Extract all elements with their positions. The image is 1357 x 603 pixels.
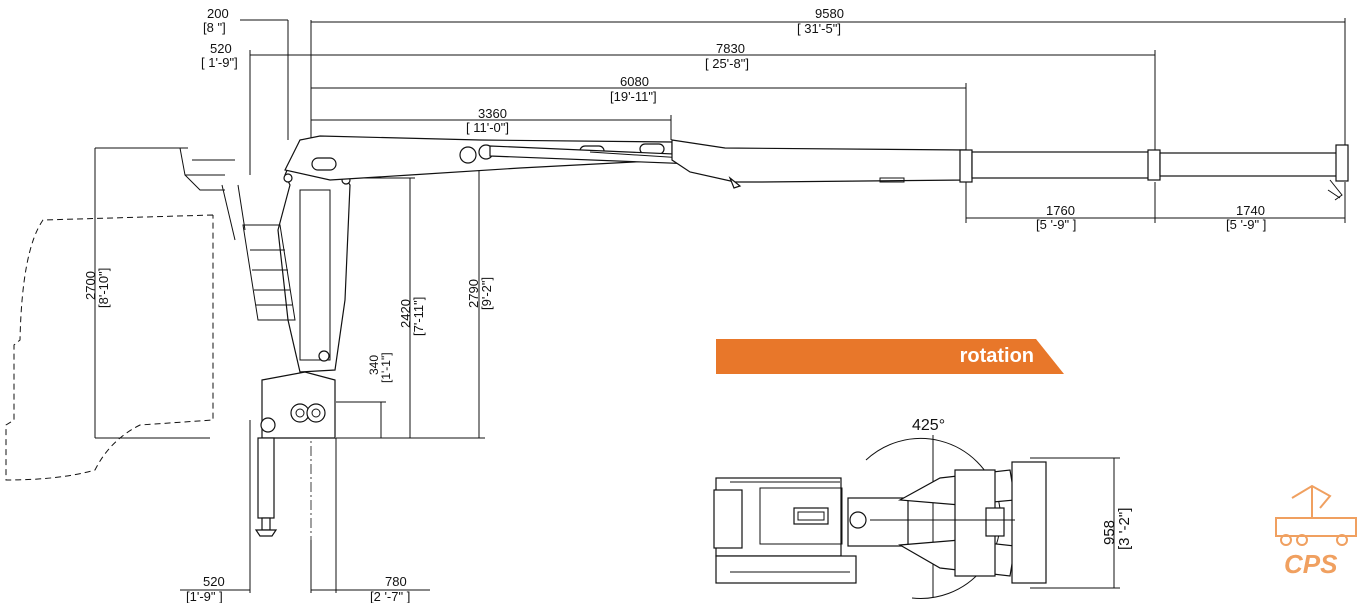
dim-6080-imperial: [19'-11"] (610, 89, 657, 104)
cps-logo: CPS (1275, 484, 1357, 579)
dim-7830-value: 7830 (716, 41, 745, 56)
dim-2420-value: 2420 (398, 299, 413, 328)
dim-958-value: 958 (1101, 520, 1118, 545)
crane-column (179, 137, 351, 590)
dim-2420-imperial: [7'-11"] (411, 297, 426, 336)
dim-7830-imperial: [ 25'-8"] (705, 56, 749, 71)
dim-9580-imperial: [ 31'-5"] (797, 21, 841, 36)
vertical-dimensions: 2700 [8'-10"] 2420 [7'-11"] 2790 [9'-2"]… (83, 147, 494, 439)
top-dimensions: 200 [8 "] 9580 [ 31'-5"] 520 [ 1'-9"] 78… (201, 6, 1346, 175)
dim-1760-imperial: [5 '-9" ] (1036, 217, 1076, 232)
dim-2790-value: 2790 (466, 279, 481, 308)
rotation-title: rotation (959, 345, 1034, 367)
dim-520-value: 520 (210, 41, 232, 56)
dim-2790-imperial: [9'-2"] (479, 277, 494, 310)
dim-780-imperial: [2 '-7" ] (370, 589, 410, 603)
svg-text:CPS: CPS (1284, 549, 1338, 579)
dim-520-imperial: [ 1'-9"] (201, 55, 238, 70)
extension-dimensions: 1760 [5 '-9" ] 1740 [5 '-9" ] (965, 182, 1346, 232)
dim-780-value: 780 (385, 574, 407, 589)
truck-cab-outline (5, 214, 214, 481)
dim-3360-imperial: [ 11'-0"] (466, 120, 509, 135)
dim-200-value: 200 (207, 6, 229, 21)
dim-2700-value: 2700 (83, 271, 98, 300)
rotation-angle: 425° (912, 417, 945, 434)
dim-200-imperial: [8 "] (203, 20, 226, 35)
dim-2700-imperial: [8'-10"] (96, 268, 111, 308)
rotation-banner-shape (716, 339, 1064, 374)
dim-340-imperial: [1'-1"] (379, 352, 393, 383)
dim-958-imperial: [3 '-2"] (1116, 508, 1133, 550)
dim-3360-value: 3360 (478, 106, 507, 121)
dim-1740-value: 1740 (1236, 203, 1265, 218)
rotation-banner (716, 339, 1064, 374)
dim-340-value: 340 (367, 355, 381, 375)
rotation-dimension: 958 [3 '-2"] (1030, 457, 1133, 589)
dim-9580-value: 9580 (815, 6, 844, 21)
dim-520-bottom-imperial: [1'-9" ] (186, 589, 223, 603)
dim-520-bottom-value: 520 (203, 574, 225, 589)
rotation-view: 425° (713, 417, 1047, 599)
dim-1760-value: 1760 (1046, 203, 1075, 218)
crane-boom (284, 135, 1349, 201)
dim-1740-imperial: [5 '-9" ] (1226, 217, 1266, 232)
dim-6080-value: 6080 (620, 74, 649, 89)
bottom-dimensions: 520 [1'-9" ] 780 [2 '-7" ] (180, 420, 430, 603)
